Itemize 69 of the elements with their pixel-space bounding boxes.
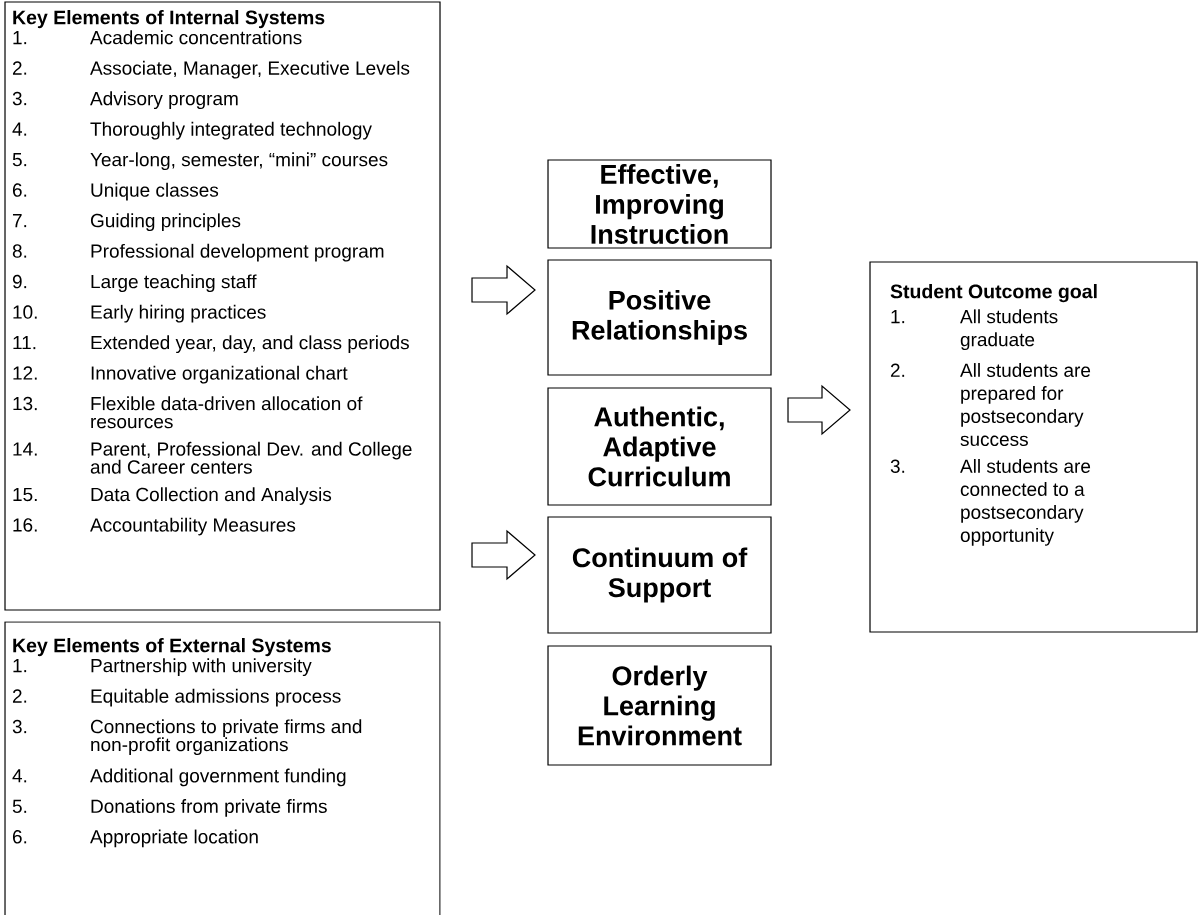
item-number: 10. xyxy=(13,305,37,319)
item-number: 1. xyxy=(13,31,27,45)
list-box xyxy=(869,261,1198,633)
item-text: Innovative organizational chart xyxy=(91,365,348,384)
box-heading: Key Elements of Internal Systems xyxy=(13,10,325,29)
element-box xyxy=(547,516,772,634)
box-label: Continuum of Support xyxy=(572,547,748,603)
item-number: 2. xyxy=(12,689,27,703)
list-box xyxy=(4,1,441,611)
item-text: Donations from private firms xyxy=(91,799,327,817)
item-number: 1. xyxy=(891,310,905,324)
box-heading: Student Outcome goal xyxy=(890,284,1097,303)
block-arrow xyxy=(787,384,851,436)
item-text: Associate, Manager, Executive Levels xyxy=(90,60,410,79)
item-text: Extended year, day, and class periods xyxy=(91,335,409,354)
item-text: Additional government funding xyxy=(90,768,346,787)
item-text: Professional development program xyxy=(91,243,384,262)
item-text: All students are connected to a postsecondary opportunity xyxy=(960,459,1091,546)
element-box xyxy=(547,645,772,766)
item-number: 16. xyxy=(13,518,37,532)
item-text: Year-long, semester, “mini” courses xyxy=(90,152,388,171)
item-text: Accountability Measures xyxy=(90,517,296,536)
item-text: Large teaching staff xyxy=(91,274,257,293)
item-number: 4. xyxy=(12,122,27,136)
item-text: Thoroughly integrated technology xyxy=(90,121,372,140)
box-heading: Key Elements of External Systems xyxy=(13,638,331,657)
item-text: Unique classes xyxy=(91,182,219,201)
item-number: 11. xyxy=(13,336,36,350)
item-number: 6. xyxy=(12,830,27,844)
item-text: All students are prepared for postsecondary success xyxy=(960,363,1091,446)
item-number: 3. xyxy=(890,459,905,473)
item-number: 5. xyxy=(12,153,27,167)
item-number: 13. xyxy=(13,396,37,411)
item-number: 2. xyxy=(12,61,27,75)
item-text: Flexible data-driven allocation of resources xyxy=(91,396,363,429)
item-text: Guiding principles xyxy=(90,213,241,232)
element-box xyxy=(547,259,772,376)
item-number: 3. xyxy=(12,719,27,734)
item-number: 9. xyxy=(12,274,27,289)
item-number: 15. xyxy=(13,487,37,502)
item-text: Appropriate location xyxy=(90,829,258,848)
item-text: Advisory program xyxy=(90,91,238,110)
list-box xyxy=(4,621,441,915)
item-number: 12. xyxy=(13,366,37,380)
element-box xyxy=(547,387,772,506)
item-number: 1. xyxy=(13,659,27,673)
box-label: Orderly Learning Environment xyxy=(578,665,742,746)
item-number: 4. xyxy=(12,769,27,783)
block-arrow xyxy=(471,529,536,581)
item-text: Academic concentrations xyxy=(90,30,302,45)
item-text: Parent, Professional Dev. and College and Career centers xyxy=(90,441,412,474)
item-text: Connections to private firms and non-profit organizations xyxy=(90,719,362,756)
box-label: Positive Relationships xyxy=(572,289,747,346)
item-number: 7. xyxy=(13,214,27,228)
item-text: Partnership with university xyxy=(91,658,312,677)
item-number: 8. xyxy=(12,244,27,258)
box-label: Authentic, Adaptive Curriculum xyxy=(588,406,730,487)
item-text: Early hiring practices xyxy=(91,304,266,323)
element-box xyxy=(547,159,772,249)
block-arrow xyxy=(471,264,536,316)
item-number: 2. xyxy=(890,363,905,377)
item-number: 14. xyxy=(13,442,37,456)
item-number: 3. xyxy=(12,91,27,106)
item-text: Data Collection and Analysis xyxy=(91,487,332,505)
box-label: Effective, Improving Instruction xyxy=(591,164,728,244)
item-number: 6. xyxy=(12,183,27,197)
item-text: All students graduate xyxy=(960,309,1058,351)
item-text: Equitable admissions process xyxy=(91,688,341,707)
item-number: 5. xyxy=(12,799,27,813)
